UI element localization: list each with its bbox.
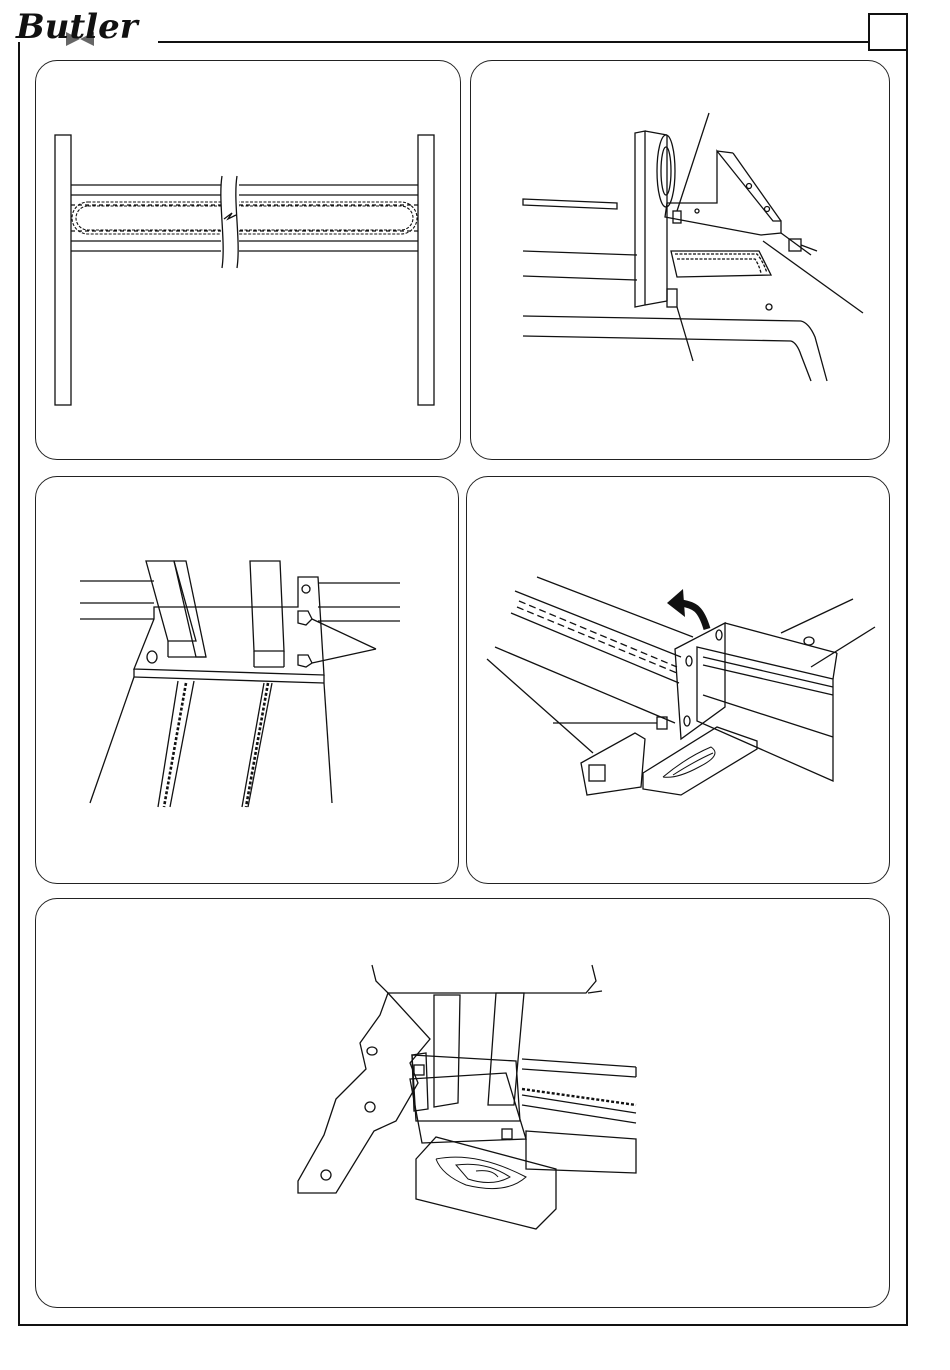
column-wood-support-drawing <box>36 899 890 1308</box>
bolt-upper-icon <box>673 211 681 223</box>
sprocket-icon <box>657 135 675 207</box>
figure-panel-column-chain-plate <box>470 60 890 460</box>
column-chain-plate-drawing <box>471 61 890 460</box>
figure-panel-column-raise-arrow <box>466 476 890 884</box>
column-raise-drawing <box>467 477 890 884</box>
chain-loop-icon <box>72 202 417 234</box>
figure-panel-chain-crossbeam <box>35 60 461 460</box>
support-tube-icon <box>581 733 645 795</box>
figure-panel-baseplate-bolts <box>35 476 459 884</box>
figure-panel-column-on-wood-support <box>35 898 890 1308</box>
bolt-lower-icon <box>667 289 677 307</box>
baseplate-bolts-drawing <box>36 477 459 884</box>
logo-wordmark: Butler <box>15 7 140 47</box>
wood-block-icon <box>416 1137 556 1229</box>
chain-crossbeam-drawing <box>36 61 461 460</box>
bolt-upper-icon <box>298 611 312 625</box>
bolt-lower-icon <box>298 655 312 667</box>
wood-block-icon <box>643 727 757 795</box>
